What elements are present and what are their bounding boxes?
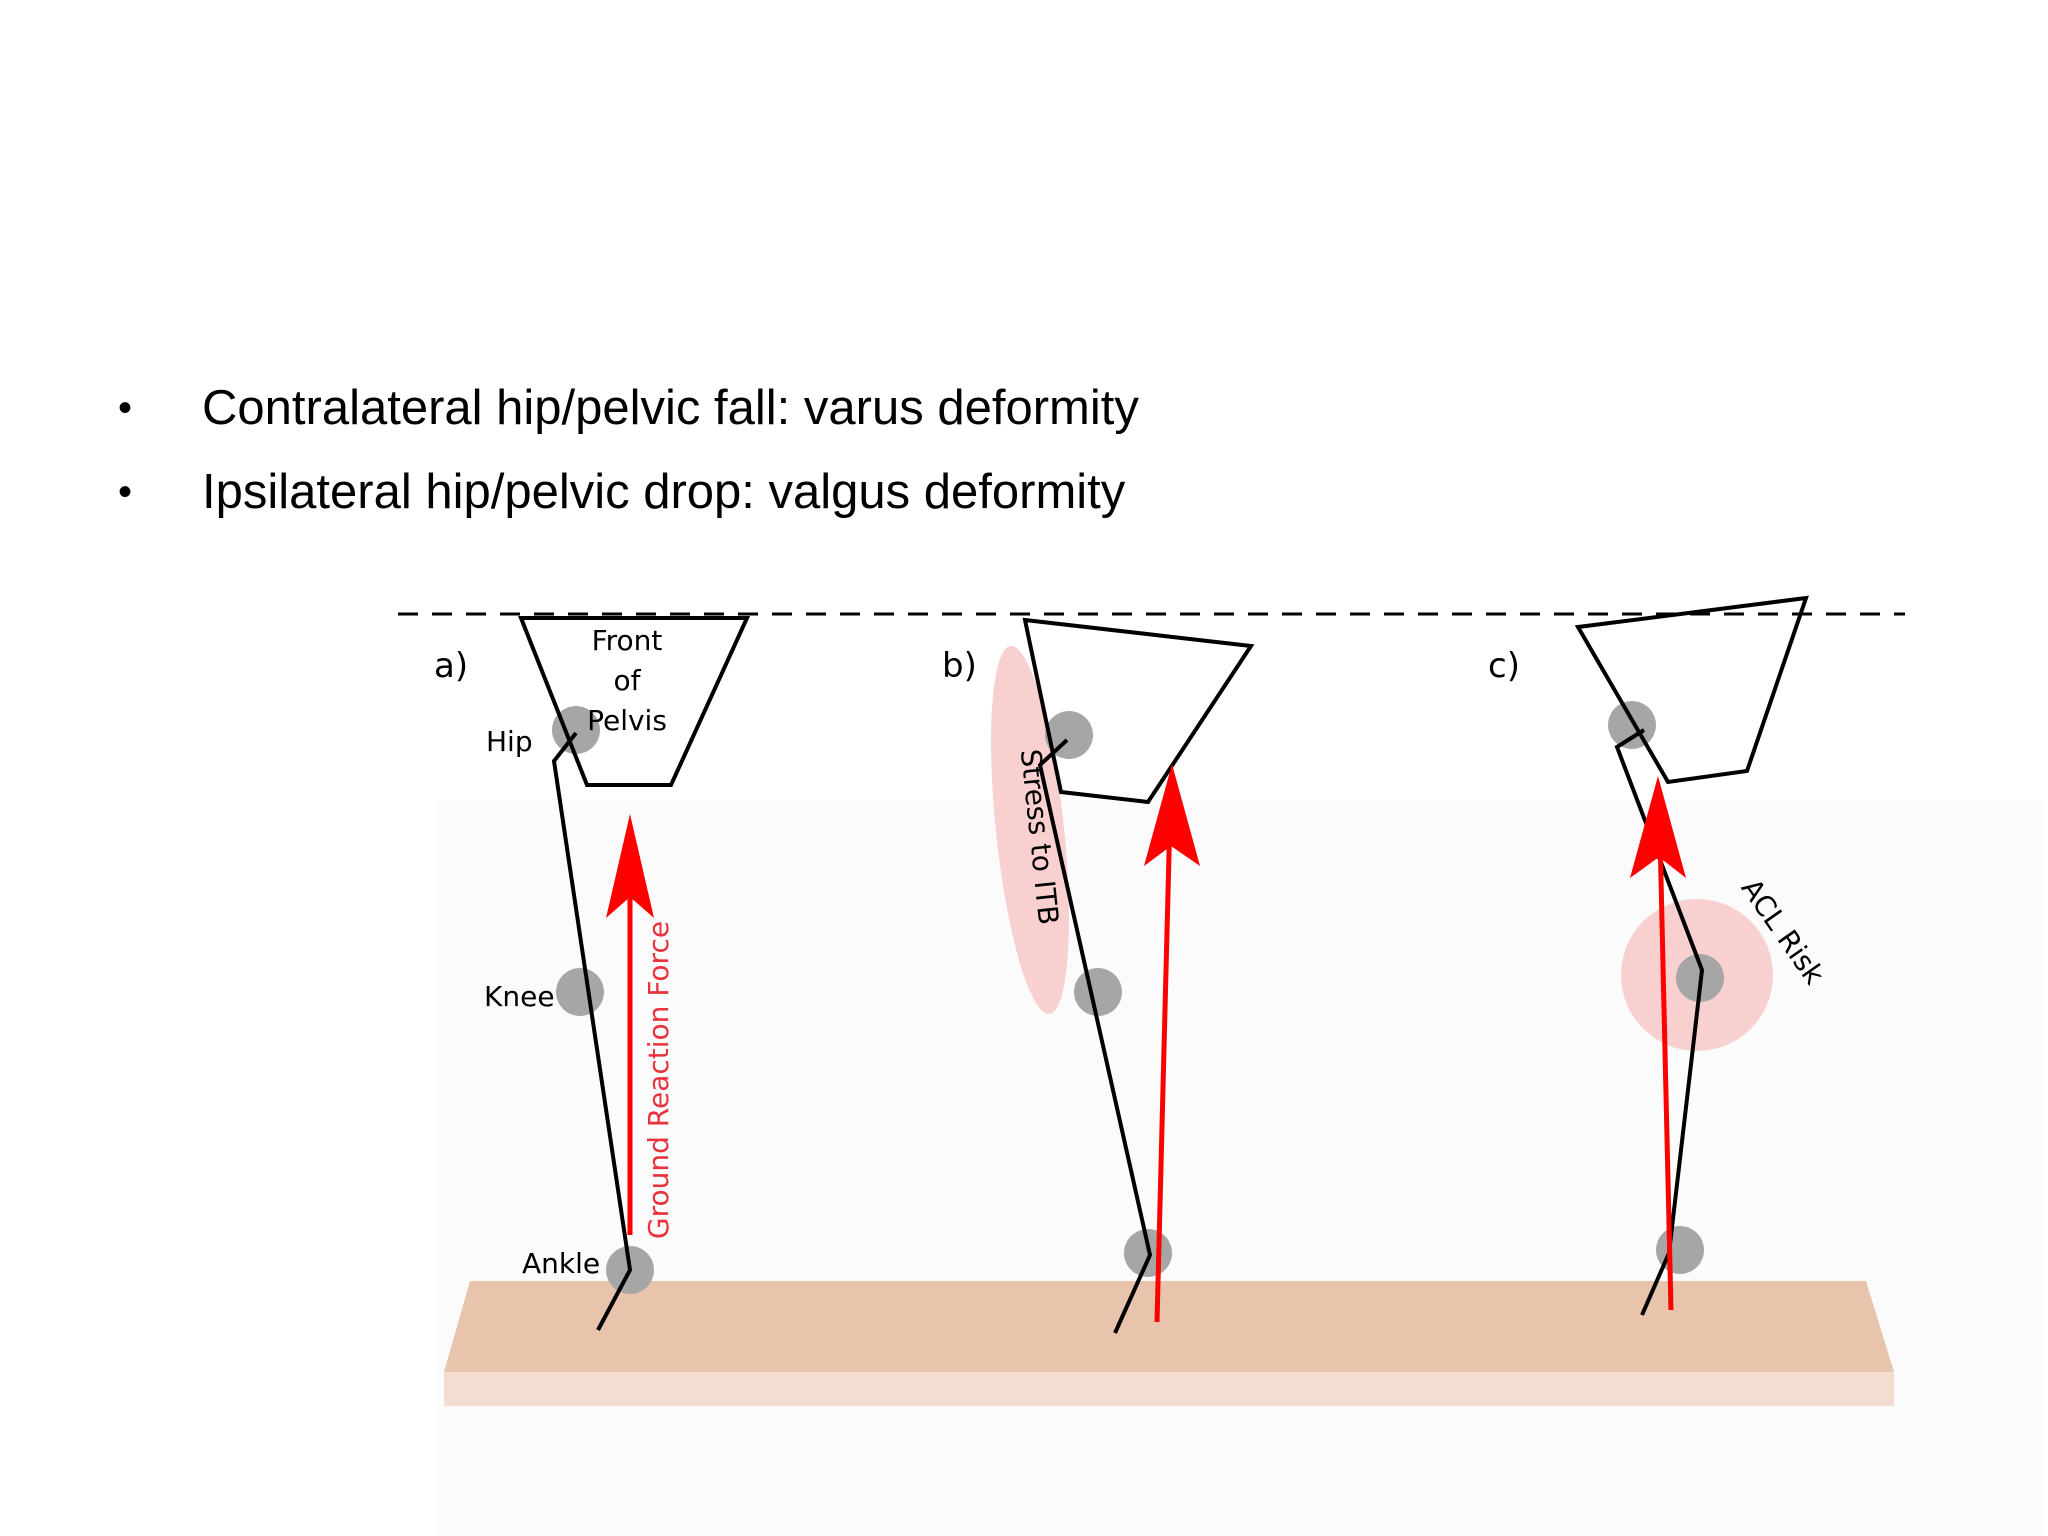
bullet-item: • Contralateral hip/pelvic fall: varus d… bbox=[118, 366, 1139, 450]
hip-label: Hip bbox=[486, 725, 533, 758]
panel-label: b) bbox=[942, 646, 977, 686]
bullet-marker: • bbox=[118, 470, 133, 514]
bullet-text: Ipsilateral hip/pelvic drop: valgus defo… bbox=[202, 465, 1126, 519]
pelvis-outline bbox=[1574, 595, 1809, 785]
panel-label: a) bbox=[434, 646, 468, 686]
pelvis-text: Pelvis bbox=[587, 704, 667, 737]
ground-edge bbox=[444, 1370, 1894, 1406]
panel-label: c) bbox=[1488, 646, 1520, 686]
ground-plane bbox=[444, 1281, 1894, 1372]
hip-joint bbox=[552, 706, 600, 754]
pelvis-text: of bbox=[614, 664, 642, 697]
pelvis-outline bbox=[518, 616, 751, 787]
bullet-marker: • bbox=[118, 386, 133, 430]
force-arrow-shaft bbox=[1154, 814, 1173, 1323]
bullet-item: • Ipsilateral hip/pelvic drop: valgus de… bbox=[118, 450, 1139, 534]
knee-joint bbox=[1074, 968, 1122, 1016]
leg-outline bbox=[1037, 738, 1153, 1334]
force-arrowhead bbox=[1630, 776, 1686, 878]
force-arrowhead bbox=[1144, 764, 1200, 866]
ground-reaction-force-label: Ground Reaction Force bbox=[642, 921, 675, 1239]
pelvis-text: Front bbox=[592, 624, 663, 657]
leg-outline bbox=[1614, 728, 1705, 1316]
knee-label: Knee bbox=[484, 980, 555, 1013]
ankle-label: Ankle bbox=[522, 1247, 600, 1280]
bullet-text: Contralateral hip/pelvic fall: varus def… bbox=[202, 381, 1139, 435]
diagram-background bbox=[435, 800, 2045, 1536]
pelvis-outline bbox=[1022, 617, 1255, 805]
hip-joint bbox=[1608, 701, 1656, 749]
force-arrow-shaft bbox=[1657, 834, 1674, 1311]
force-arrowhead bbox=[606, 814, 654, 918]
leg-outline bbox=[551, 731, 633, 1331]
bullet-list: • Contralateral hip/pelvic fall: varus d… bbox=[118, 366, 1139, 534]
knee-joint bbox=[556, 968, 604, 1016]
